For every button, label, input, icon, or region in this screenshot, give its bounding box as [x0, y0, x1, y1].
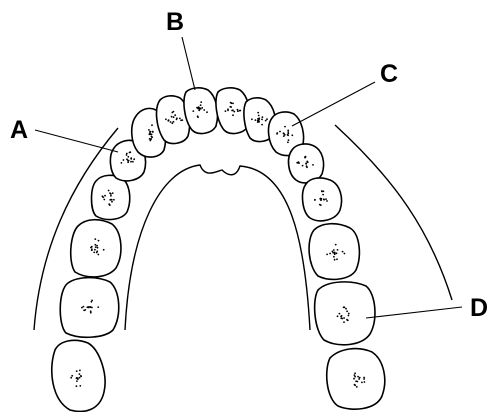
right-second-molar	[327, 349, 385, 410]
leader-line-b	[182, 37, 195, 90]
left-first-premolar	[92, 175, 130, 219]
teeth-left	[52, 88, 218, 412]
label-d: D	[470, 294, 488, 322]
left-second-premolar	[71, 220, 121, 277]
left-central-incisor	[184, 88, 218, 134]
label-c: C	[380, 60, 398, 88]
right-first-molar	[315, 282, 375, 345]
inner-arch-line	[125, 165, 310, 330]
leader-line-a	[35, 130, 118, 152]
leader-line-d	[366, 307, 462, 318]
right-second-premolar	[309, 224, 359, 280]
label-a: A	[10, 116, 28, 144]
left-second-molar	[52, 340, 105, 411]
leader-line-c	[292, 82, 375, 126]
label-b: B	[166, 8, 184, 36]
